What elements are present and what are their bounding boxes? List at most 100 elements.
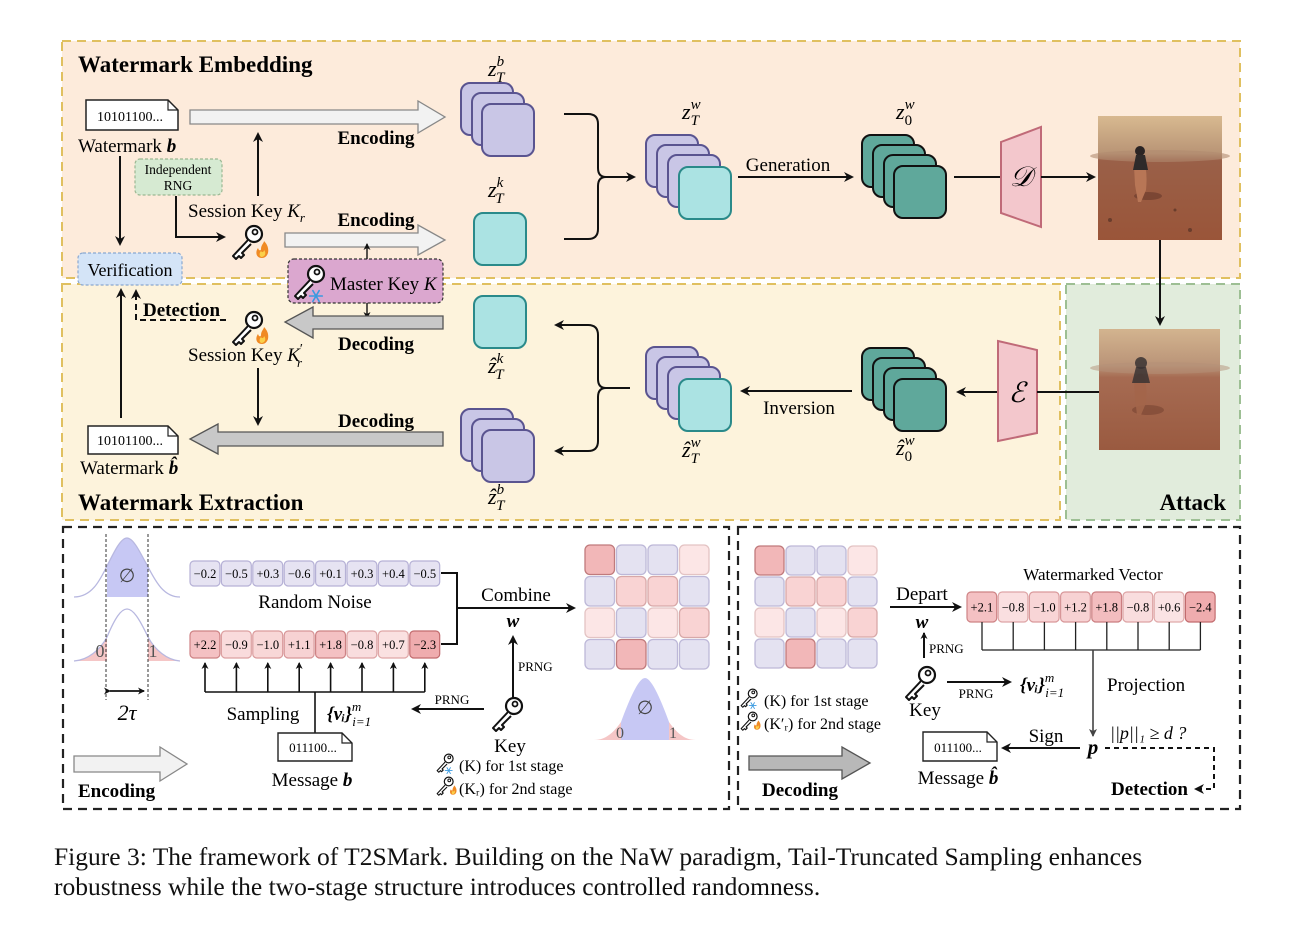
legend-second-stage: (Kᵣ) for 2nd stage: [459, 781, 572, 798]
empty-set-symbol: ∅: [119, 566, 136, 587]
vector-value: −0.5: [413, 567, 436, 581]
grid-cell: [647, 544, 679, 576]
grid-cell: [847, 638, 878, 669]
vector-cell: −0.6: [283, 560, 315, 587]
vector-cell: +1.2: [1059, 591, 1091, 623]
inversion-label: Inversion: [763, 398, 835, 419]
detection-dashed-arrow: [131, 289, 226, 321]
vector-cell: +2.2: [189, 630, 221, 659]
vector-cell: −0.8: [1122, 591, 1154, 623]
grid-cell: [785, 576, 816, 607]
latent-z0w-stack: [861, 134, 947, 219]
latent-zTw-hat-stack: [645, 346, 732, 432]
detection-label: Detection: [143, 300, 220, 321]
grid-cell: [847, 576, 878, 607]
prng-left-label: PRNG: [435, 692, 470, 707]
vector-cell: +1.1: [283, 630, 315, 659]
attacked-image: [1090, 329, 1230, 450]
grid-cell: [754, 545, 785, 576]
legend-first-stage: (K) for 1st stage: [459, 758, 563, 775]
decode-detection-label: Detection: [1111, 779, 1188, 800]
p-symbol: p: [1086, 735, 1099, 759]
decode-prng-up-label: PRNG: [929, 641, 964, 656]
vector-cell: −2.3: [409, 630, 441, 659]
detection-dashed-path: [1105, 747, 1215, 794]
grid-cell: [678, 638, 710, 670]
vector-cell: −0.2: [189, 560, 221, 587]
vector-value: −0.8: [351, 638, 374, 652]
grid-cell: [647, 607, 679, 639]
vector-value: −0.6: [288, 567, 311, 581]
grid-cell: [584, 575, 616, 607]
grid-cell: [615, 607, 647, 639]
decoding-detail-arrow: [748, 745, 872, 781]
depart-label: Depart: [896, 584, 948, 605]
independent-rng-line1: Independent: [145, 162, 212, 177]
vae-decoder: [1000, 125, 1042, 229]
encoding-arrow-top: [189, 99, 447, 135]
grid-cell: [678, 575, 710, 607]
master-key-box[interactable]: [287, 258, 444, 304]
vector-cell: +1.8: [1091, 591, 1123, 623]
vector-cell: +0.6: [1153, 591, 1185, 623]
encoder-symbol: ℰ: [1009, 378, 1029, 409]
vector-value: +0.1: [319, 567, 342, 581]
two-tau-label: 2τ: [118, 700, 138, 725]
grid-cell: [816, 576, 847, 607]
encoding-bottom-label: Encoding: [337, 210, 415, 231]
message-document: 011100...: [277, 732, 353, 762]
watermark-bits: 10101100...: [97, 110, 163, 125]
combined-tail-one: 1: [669, 725, 677, 742]
encoding-detail-arrow: [73, 745, 189, 783]
combined-tail-zero: 0: [616, 725, 624, 742]
sampling-arrows: [201, 662, 429, 733]
embedding-title: Watermark Embedding: [78, 52, 313, 77]
grid-cell: [678, 544, 710, 576]
vector-value: +1.1: [288, 638, 311, 652]
encoding-top-label: Encoding: [337, 128, 415, 149]
watermarked-latent-grid: [584, 544, 710, 670]
vector-value: +0.7: [382, 638, 405, 652]
grid-cell: [785, 607, 816, 638]
gaussian-combined: ∅ 0 1: [594, 678, 696, 742]
extracted-watermark-bits: 10101100...: [97, 434, 163, 449]
vector-value: +2.2: [194, 638, 217, 652]
grid-cell: [847, 545, 878, 576]
arrow-rng-to-session-key: [175, 196, 226, 242]
independent-rng-line2: RNG: [164, 178, 193, 193]
grid-cell: [785, 638, 816, 669]
vector-value: −1.0: [1033, 601, 1056, 615]
random-noise-label: Random Noise: [258, 592, 371, 613]
decoded-message-document: 011100...: [922, 731, 998, 762]
vector-value: −0.8: [1127, 601, 1150, 615]
extracted-watermark-document: 10101100...: [87, 425, 179, 455]
decoding-arrow-top: [283, 305, 444, 340]
grid-cell: [754, 607, 785, 638]
prng-up-label: PRNG: [518, 659, 553, 674]
session-key-prime-label: Session Key K′r: [188, 342, 303, 370]
independent-rng-box: [134, 158, 223, 196]
combine-label: Combine: [481, 585, 551, 606]
tail-zero-label: 0: [96, 641, 105, 661]
tail-one-label: 1: [149, 641, 158, 661]
message-bits: 011100...: [289, 740, 337, 755]
sampled-vector: +2.2 −0.9 −1.0 +1.1 +1.8 −0.8 +0.7 −2.3: [189, 630, 441, 659]
vector-cell: −0.8: [346, 630, 378, 659]
vector-cell: −1.0: [1028, 591, 1060, 623]
latent-zTk: [473, 212, 527, 266]
grid-cell: [816, 545, 847, 576]
vector-value: +0.3: [351, 567, 374, 581]
decode-w-symbol: w: [916, 612, 929, 633]
vector-cell: +1.8: [315, 630, 347, 659]
vector-value: −0.9: [225, 638, 248, 652]
vector-value: −2.3: [413, 638, 436, 652]
vector-cell: −1.0: [252, 630, 284, 659]
extracted-watermark-label: Watermark b̂: [80, 457, 178, 479]
projection-lines: [981, 622, 1202, 651]
latent-zTb-stack: [460, 82, 535, 157]
key-label: Key: [494, 736, 526, 757]
decoding-arrow-bottom: [188, 422, 444, 456]
latent-zTb-hat-stack: [460, 408, 535, 483]
